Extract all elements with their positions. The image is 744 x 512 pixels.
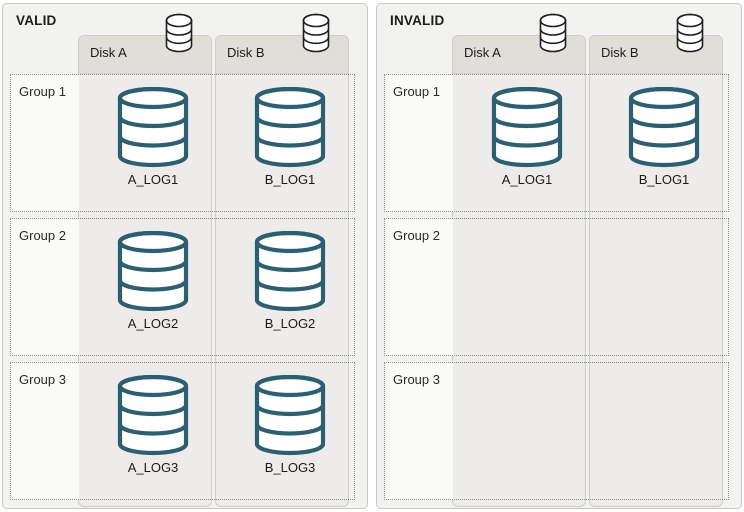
log-node-caption: B_LOG1: [264, 172, 316, 187]
group-label-strip: [11, 363, 79, 499]
group-row-3-invalid: Group 3: [384, 362, 729, 500]
panel-title-valid: VALID: [16, 13, 57, 28]
log-node-a-log3-valid: A_LOG3: [98, 375, 208, 475]
group-label-strip: [385, 363, 453, 499]
log-node-caption: A_LOG3: [127, 460, 179, 475]
group-label-3-invalid: Group 3: [393, 372, 440, 387]
database-icon: [117, 231, 189, 312]
database-icon: [117, 87, 189, 168]
group-row-1-valid: Group 1 A_LOG1 B_: [10, 74, 355, 212]
group-label-strip: [11, 75, 79, 211]
database-icon: [628, 87, 700, 168]
disk-label-a-invalid: Disk A: [464, 45, 501, 60]
database-icon: [491, 87, 563, 168]
log-node-caption: A_LOG1: [501, 172, 553, 187]
group-row-2-valid: Group 2 A_LOG2 B_: [10, 218, 355, 356]
disk-label-b-valid: Disk B: [227, 45, 265, 60]
group-label-strip: [385, 75, 453, 211]
group-label-1-invalid: Group 1: [393, 84, 440, 99]
log-node-a-log1-invalid: A_LOG1: [472, 87, 582, 187]
database-icon: [676, 13, 704, 53]
log-node-caption: A_LOG2: [127, 316, 179, 331]
group-row-1-invalid: Group 1 A_LOG1 B_: [384, 74, 729, 212]
database-icon: [254, 231, 326, 312]
group-label-3-valid: Group 3: [19, 372, 66, 387]
database-icon: [117, 375, 189, 456]
group-label-strip: [385, 219, 453, 355]
log-node-b-log1-invalid: B_LOG1: [609, 87, 719, 187]
disk-label-b-invalid: Disk B: [601, 45, 639, 60]
database-icon: [539, 13, 567, 53]
log-node-caption: B_LOG1: [638, 172, 690, 187]
group-label-2-invalid: Group 2: [393, 228, 440, 243]
disk-label-a-valid: Disk A: [90, 45, 127, 60]
log-node-b-log3-valid: B_LOG3: [235, 375, 345, 475]
panel-invalid: INVALID Disk A Disk B Group 1: [376, 3, 742, 509]
group-label-1-valid: Group 1: [19, 84, 66, 99]
log-node-caption: A_LOG1: [127, 172, 179, 187]
database-icon: [254, 87, 326, 168]
log-node-caption: B_LOG2: [264, 316, 316, 331]
database-icon: [165, 13, 193, 53]
log-node-b-log2-valid: B_LOG2: [235, 231, 345, 331]
log-node-a-log2-valid: A_LOG2: [98, 231, 208, 331]
group-label-2-valid: Group 2: [19, 228, 66, 243]
log-node-b-log1-valid: B_LOG1: [235, 87, 345, 187]
group-row-3-valid: Group 3 A_LOG3 B_: [10, 362, 355, 500]
database-icon: [254, 375, 326, 456]
database-icon: [302, 13, 330, 53]
panel-title-invalid: INVALID: [390, 13, 445, 28]
log-node-caption: B_LOG3: [264, 460, 316, 475]
group-label-strip: [11, 219, 79, 355]
log-node-a-log1-valid: A_LOG1: [98, 87, 208, 187]
group-row-2-invalid: Group 2: [384, 218, 729, 356]
panel-valid: VALID Disk A Disk B Gr: [2, 3, 368, 509]
